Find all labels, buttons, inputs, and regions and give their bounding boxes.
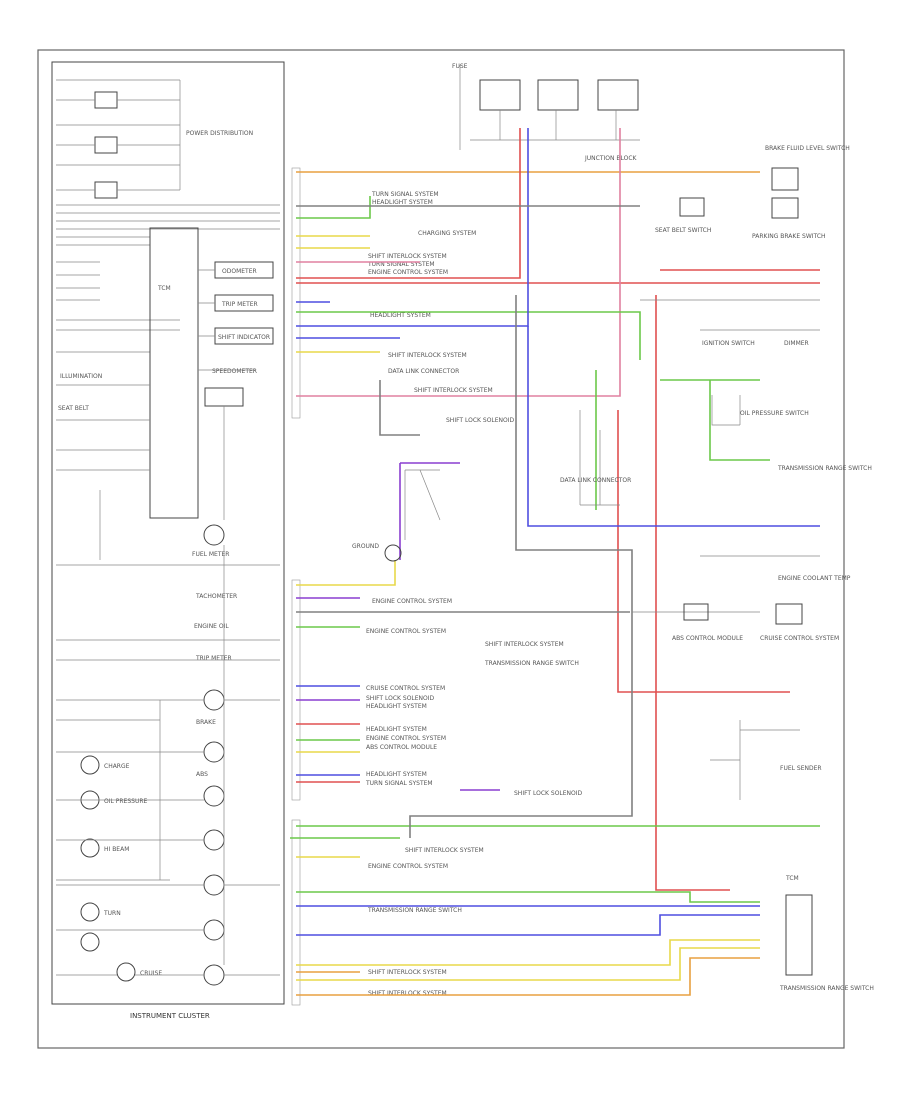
system-label-19: ENGINE CONTROL SYSTEM (366, 735, 446, 742)
hi-beam-label: HI BEAM (104, 846, 129, 853)
system-label-13: SHIFT INTERLOCK SYSTEM (485, 641, 564, 648)
trip-meter-label: TRIP METER (221, 301, 258, 308)
system-label-28: SHIFT INTERLOCK SYSTEM (368, 990, 447, 997)
power-distribution-label: POWER DISTRIBUTION (186, 130, 253, 137)
right-components: BRAKE FLUID LEVEL SWITCH SEAT BELT SWITC… (352, 145, 874, 992)
odometer-label: ODOMETER (222, 268, 257, 275)
junction-block-label: JUNCTION BLOCK (584, 155, 638, 162)
data-link-label: DATA LINK CONNECTOR (560, 477, 631, 484)
system-label-1: TURN SIGNAL SYSTEM (371, 191, 439, 198)
oil-pressure-label: OIL PRESSURE (104, 798, 147, 805)
seat-belt-label: SEAT BELT (58, 405, 89, 412)
brake-fluid-switch-label: BRAKE FLUID LEVEL SWITCH (765, 145, 850, 152)
system-label-15: CRUISE CONTROL SYSTEM (366, 685, 445, 692)
cruise-label: CRUISE (140, 970, 162, 977)
system-label-22: TURN SIGNAL SYSTEM (365, 780, 433, 787)
system-label-3: CHARGING SYSTEM (418, 230, 476, 237)
system-label-16: SHIFT LOCK SOLENOID (366, 695, 435, 702)
fuel-meter-label: FUEL METER (192, 551, 229, 558)
system-label-4: SHIFT INTERLOCK SYSTEM (368, 253, 447, 260)
transmission-switch-bottom-label: TRANSMISSION RANGE SWITCH (779, 985, 874, 992)
system-label-26: TRANSMISSION RANGE SWITCH (367, 907, 462, 914)
dimmer-label: DIMMER (784, 340, 809, 347)
speedometer-label: SPEEDOMETER (212, 368, 257, 375)
system-label-7: HEADLIGHT SYSTEM (370, 312, 431, 319)
outer-frame (37, 49, 845, 1049)
system-label-9: DATA LINK CONNECTOR (388, 368, 459, 375)
fuse-block: FUSE JUNCTION BLOCK (452, 63, 640, 162)
system-label-11: ENGINE CONTROL SYSTEM (372, 598, 452, 605)
system-label-10: SHIFT INTERLOCK SYSTEM (414, 387, 493, 394)
illumination-label: ILLUMINATION (60, 373, 102, 380)
shift-lock-solenoid-label: SHIFT LOCK SOLENOID (446, 417, 515, 424)
seat-belt-switch-label: SEAT BELT SWITCH (655, 227, 711, 234)
abs-module-label: ABS CONTROL MODULE (672, 635, 743, 642)
system-label-17: HEADLIGHT SYSTEM (366, 703, 427, 710)
system-label-18: HEADLIGHT SYSTEM (366, 726, 427, 733)
system-label-23: SHIFT LOCK SOLENOID (514, 790, 583, 797)
system-label-14: TRANSMISSION RANGE SWITCH (484, 660, 579, 667)
cruise-system-label: CRUISE CONTROL SYSTEM (760, 635, 839, 642)
instrument-cluster-block: INSTRUMENT CLUSTER POWER DISTRIBUTION TC… (51, 61, 285, 1020)
engine-coolant-label: ENGINE COOLANT TEMP (778, 575, 851, 582)
system-label-8: SHIFT INTERLOCK SYSTEM (388, 352, 467, 359)
abs-label: ABS (196, 771, 208, 778)
instrument-cluster-title: INSTRUMENT CLUSTER (130, 1012, 210, 1020)
system-label-6: ENGINE CONTROL SYSTEM (368, 269, 448, 276)
parking-brake-switch-label: PARKING BRAKE SWITCH (752, 233, 826, 240)
turn-label: TURN (103, 910, 121, 917)
transmission-range-label: TRANSMISSION RANGE SWITCH (777, 465, 872, 472)
middle-connector: TURN SIGNAL SYSTEM HEADLIGHT SYSTEM CHAR… (291, 167, 583, 1006)
system-label-21: HEADLIGHT SYSTEM (366, 771, 427, 778)
tcm-right-label: TCM (785, 875, 799, 882)
brake-label: BRAKE (196, 719, 216, 726)
system-label-5: TURN SIGNAL SYSTEM (367, 261, 435, 268)
charge-label: CHARGE (104, 763, 130, 770)
system-label-20: ABS CONTROL MODULE (366, 744, 437, 751)
tachometer-label: TACHOMETER (195, 593, 237, 600)
system-label-25: ENGINE CONTROL SYSTEM (368, 863, 448, 870)
ground-label: GROUND (352, 543, 379, 550)
tcm-label: TCM (157, 285, 171, 292)
ignition-switch-label: IGNITION SWITCH (702, 340, 755, 347)
oil-pressure-switch-label: OIL PRESSURE SWITCH (740, 410, 809, 417)
engine-oil-label: ENGINE OIL (194, 623, 229, 630)
wires (290, 128, 820, 996)
system-label-2: HEADLIGHT SYSTEM (372, 199, 433, 206)
trip-label: TRIP METER (195, 655, 232, 662)
system-label-27: SHIFT INTERLOCK SYSTEM (368, 969, 447, 976)
fuel-sender-label: FUEL SENDER (780, 765, 822, 772)
system-label-24: SHIFT INTERLOCK SYSTEM (405, 847, 484, 854)
shift-indicator-label: SHIFT INDICATOR (218, 334, 270, 341)
system-label-12: ENGINE CONTROL SYSTEM (366, 628, 446, 635)
